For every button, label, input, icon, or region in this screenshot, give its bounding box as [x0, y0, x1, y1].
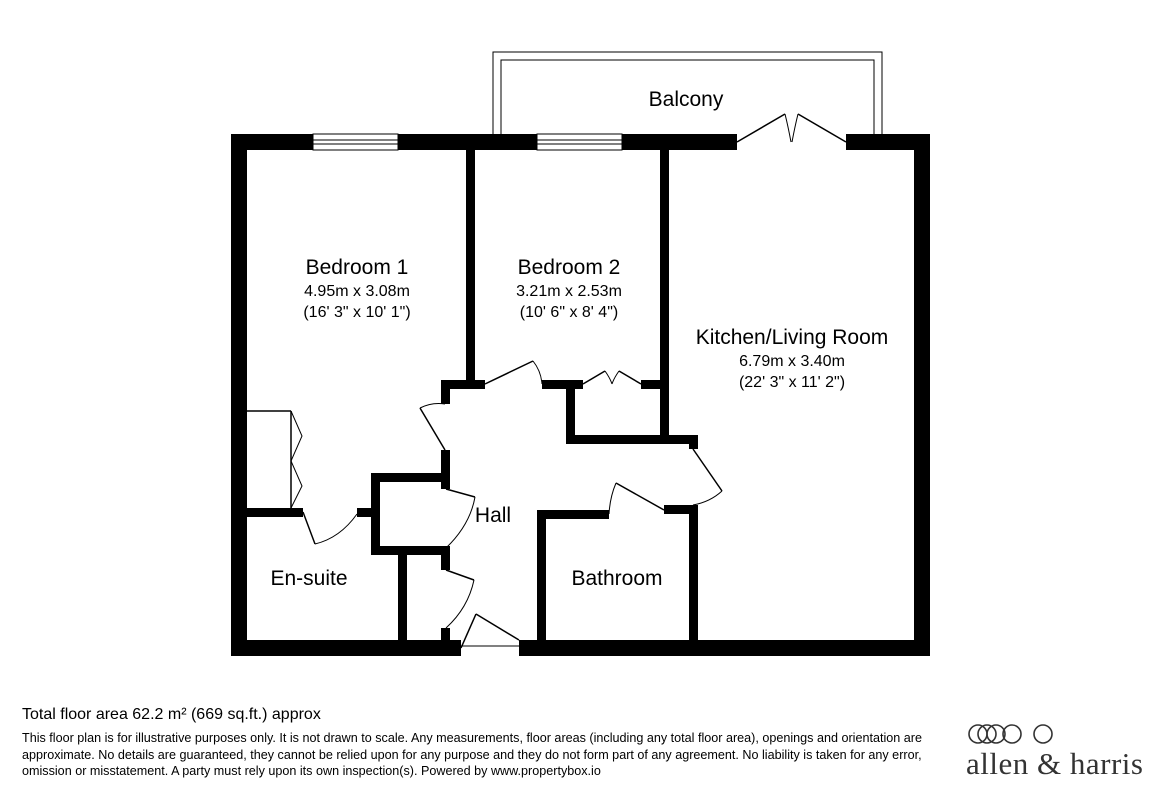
footer: Total floor area 62.2 m² (669 sq.ft.) ap…	[22, 706, 932, 780]
doors	[247, 113, 847, 649]
room-label-bedroom2: Bedroom 2	[518, 256, 621, 279]
logo-text: allen & harris	[966, 746, 1144, 781]
window-bedroom1	[312, 133, 399, 151]
room-dim-bedroom1-metric: 4.95m x 3.08m	[304, 283, 410, 300]
total-floor-area: Total floor area 62.2 m² (669 sq.ft.) ap…	[22, 706, 321, 723]
room-dim-kitchen-metric: 6.79m x 3.40m	[739, 353, 845, 370]
room-dim-bedroom2-metric: 3.21m x 2.53m	[516, 283, 622, 300]
outer-walls	[231, 134, 930, 656]
disclaimer-text: This floor plan is for illustrative purp…	[22, 731, 922, 778]
room-label-ensuite: En-suite	[270, 567, 347, 590]
floor-plan: Balcony Bedroom 1 4.95m x 3.08m (16' 3" …	[231, 51, 930, 656]
logo-rings-icon	[968, 724, 1053, 744]
room-label-bedroom1: Bedroom 1	[306, 256, 409, 279]
allen-harris-logo: allen & harris	[966, 722, 1146, 782]
room-dim-bedroom1-imperial: (16' 3" x 10' 1")	[303, 304, 410, 321]
balcony-outline	[492, 51, 883, 134]
room-label-hall: Hall	[475, 504, 511, 527]
room-dim-bedroom2-imperial: (10' 6" x 8' 4")	[520, 304, 618, 321]
interior-walls	[247, 150, 698, 640]
room-label-bathroom: Bathroom	[571, 567, 662, 590]
room-dim-kitchen-imperial: (22' 3" x 11' 2")	[739, 374, 845, 391]
window-bedroom2	[536, 133, 623, 151]
room-label-kitchen: Kitchen/Living Room	[696, 326, 889, 349]
windows	[312, 133, 623, 151]
room-label-balcony: Balcony	[649, 88, 724, 111]
